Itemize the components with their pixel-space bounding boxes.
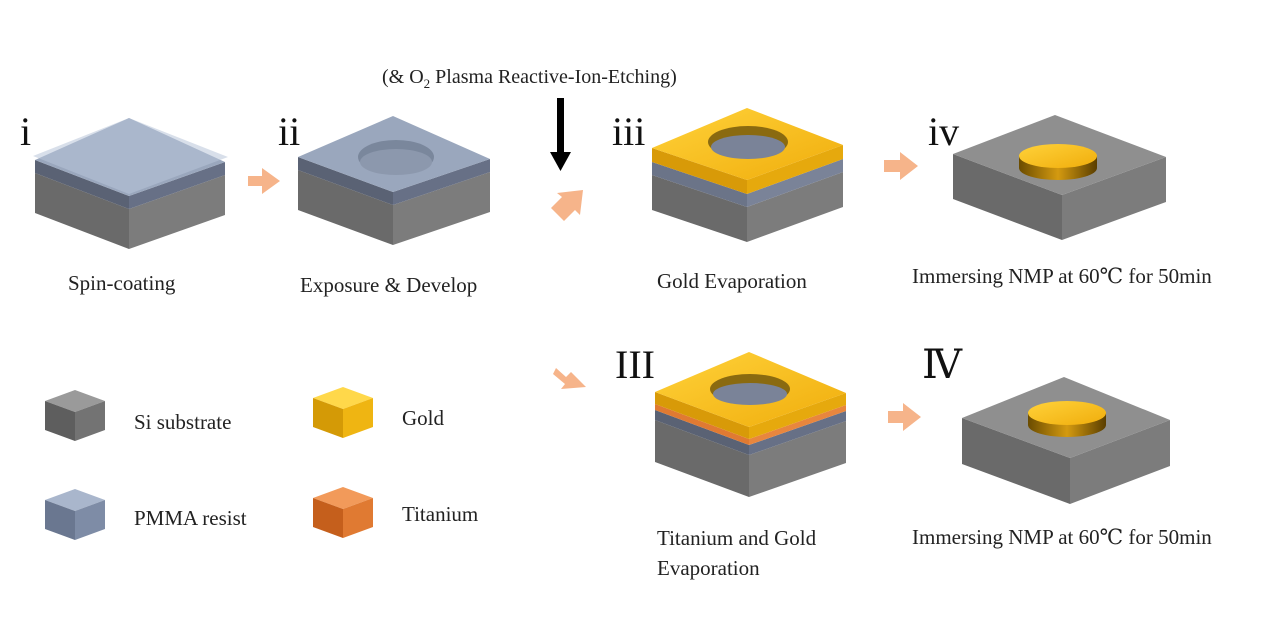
block-titanium-gold xyxy=(655,352,846,497)
caption-titanium-gold-line2: Evaporation xyxy=(657,556,760,580)
legend-cube-titanium xyxy=(313,487,373,538)
block-liftoff-gold xyxy=(953,115,1166,240)
step-numeral-III: III xyxy=(615,342,655,387)
arrow-step-iii-to-iv xyxy=(884,152,918,180)
caption-titanium-gold-line1: Titanium and Gold xyxy=(657,526,817,550)
legend-label-gold: Gold xyxy=(402,406,444,430)
caption-exposure-develop: Exposure & Develop xyxy=(300,273,478,297)
legend-label-titanium: Titanium xyxy=(402,502,479,526)
caption-immersing-nmp-top: Immersing NMP at 60℃ for 50min xyxy=(912,264,1212,288)
etching-note-prefix: (& O xyxy=(382,66,424,88)
legend-cube-si xyxy=(45,390,105,441)
step-numeral-ii: ii xyxy=(278,109,301,154)
etching-down-arrow xyxy=(550,98,571,171)
block-gold-evaporation xyxy=(652,108,843,242)
etching-note-subscript: 2 xyxy=(423,76,431,91)
legend-cube-gold xyxy=(313,387,373,438)
step-numeral-i: i xyxy=(20,109,32,154)
legend-cube-pmma xyxy=(45,489,105,540)
step-numeral-iv: iv xyxy=(928,109,960,154)
etching-note: (& O2 Plasma Reactive-Ion-Etching) xyxy=(382,66,677,92)
block-liftoff-ti-gold xyxy=(962,377,1170,504)
caption-immersing-nmp-bottom: Immersing NMP at 60℃ for 50min xyxy=(912,525,1212,549)
arrow-step-i-to-ii xyxy=(248,168,280,194)
caption-gold-evaporation: Gold Evaporation xyxy=(657,269,807,293)
block-spin-coating xyxy=(33,118,228,249)
arrow-step-III-to-IV xyxy=(888,403,921,431)
step-numeral-IV: Ⅳ xyxy=(922,342,962,387)
step-numeral-iii: iii xyxy=(612,109,646,154)
legend-label-si: Si substrate xyxy=(134,410,232,434)
caption-spin-coating: Spin-coating xyxy=(68,271,176,295)
legend-label-pmma: PMMA resist xyxy=(134,506,247,530)
block-exposure xyxy=(298,116,490,245)
etching-note-suffix: Plasma Reactive-Ion-Etching) xyxy=(430,66,677,88)
arrow-step-ii-to-iii xyxy=(551,190,583,221)
arrow-step-ii-to-III xyxy=(553,368,586,389)
